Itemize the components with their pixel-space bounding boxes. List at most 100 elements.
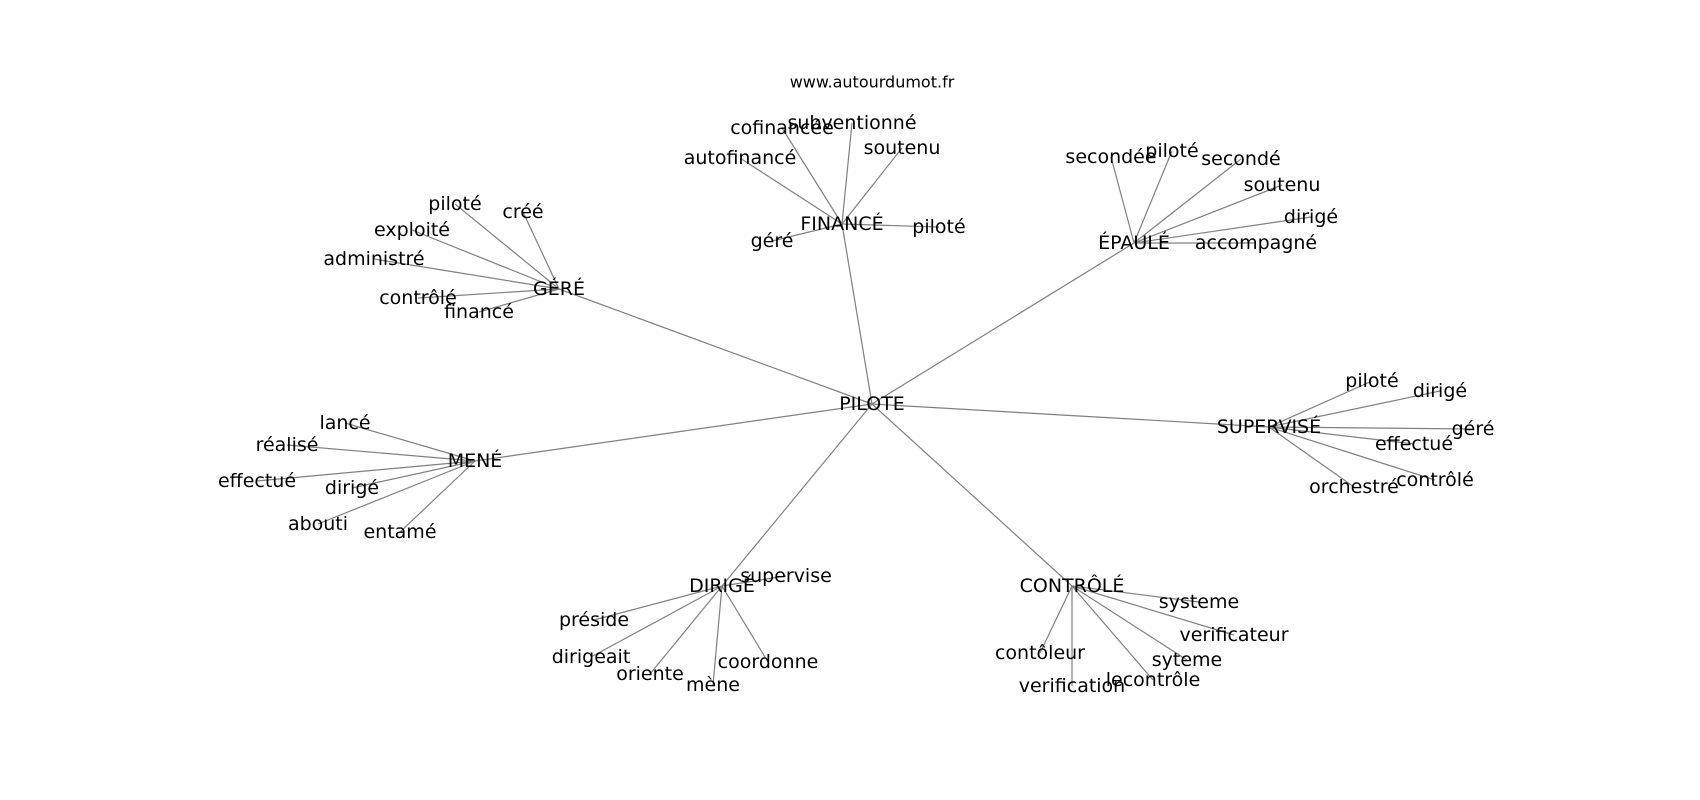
leaf-node[interactable]: effectué bbox=[1375, 433, 1453, 455]
leaf-node[interactable]: autofinancé bbox=[684, 147, 797, 169]
leaf-edge bbox=[1133, 150, 1173, 244]
hub-node[interactable]: MENÉ bbox=[448, 449, 503, 472]
leaf-node[interactable]: exploité bbox=[374, 219, 450, 241]
leaf-edge bbox=[478, 288, 560, 313]
leaf-node[interactable]: administré bbox=[323, 248, 424, 270]
leaf-node[interactable]: soutenu bbox=[864, 137, 941, 159]
root-edge bbox=[841, 223, 873, 405]
leaf-edge bbox=[1268, 426, 1436, 481]
leaf-edge bbox=[1071, 585, 1188, 661]
leaf-node[interactable]: secondé bbox=[1201, 148, 1280, 170]
hub-node[interactable]: SUPERVISÉ bbox=[1217, 415, 1321, 438]
leaf-edge bbox=[286, 444, 476, 462]
leaf-edge bbox=[1133, 216, 1312, 244]
leaf-edge bbox=[781, 127, 843, 225]
leaf-edge bbox=[399, 460, 476, 533]
leaf-edge bbox=[841, 147, 903, 225]
hub-node[interactable]: ÉPAULÉ bbox=[1098, 231, 1170, 254]
leaf-edge bbox=[522, 211, 560, 290]
leaf-node[interactable]: piloté bbox=[1145, 140, 1198, 162]
leaf-node[interactable]: coordonne bbox=[718, 651, 819, 673]
leaf-edge bbox=[344, 422, 476, 462]
leaf-node[interactable]: subventionné bbox=[787, 112, 916, 134]
leaf-node[interactable]: dirigé bbox=[325, 477, 379, 499]
leaf-node[interactable]: syteme bbox=[1152, 649, 1222, 671]
leaf-edge bbox=[721, 575, 787, 587]
leaf-edge bbox=[1071, 585, 1154, 681]
root-edge bbox=[558, 288, 873, 405]
leaf-node[interactable]: orchestré bbox=[1309, 476, 1399, 498]
leaf-node[interactable]: piloté bbox=[428, 193, 481, 215]
leaf-edge bbox=[721, 585, 769, 663]
leaf-node[interactable]: réalisé bbox=[256, 434, 319, 456]
hub-node[interactable]: GÉRÉ bbox=[533, 277, 585, 300]
leaf-node[interactable]: contrôlé bbox=[379, 287, 457, 309]
leaf-edge bbox=[1071, 585, 1200, 603]
leaf-node[interactable]: supervise bbox=[740, 565, 832, 587]
leaf-node[interactable]: dirigé bbox=[1284, 206, 1338, 228]
leaf-edge bbox=[649, 585, 723, 675]
leaf-node[interactable]: créé bbox=[502, 201, 543, 223]
leaf-node[interactable]: effectué bbox=[218, 470, 296, 492]
hub-node[interactable]: CONTRÔLÉ bbox=[1020, 573, 1125, 597]
leaf-node[interactable]: abouti bbox=[288, 513, 348, 535]
leaf-node[interactable]: financé bbox=[444, 301, 514, 323]
leaf-edge bbox=[1039, 585, 1073, 654]
root-node[interactable]: PILOTE bbox=[839, 393, 905, 415]
leaf-edge bbox=[411, 229, 560, 290]
leaf-node[interactable]: verificateur bbox=[1179, 624, 1288, 646]
leaf-edge bbox=[1110, 156, 1135, 244]
leaf-node[interactable]: dirigeait bbox=[552, 646, 631, 668]
leaf-edge bbox=[1268, 426, 1415, 445]
leaf-edge bbox=[1268, 426, 1474, 430]
leaf-edge bbox=[454, 203, 560, 290]
root-edge bbox=[721, 403, 873, 587]
leaf-edge bbox=[317, 460, 476, 525]
leaf-edge bbox=[1268, 380, 1373, 428]
leaf-node[interactable]: lecontrôle bbox=[1106, 669, 1201, 691]
leaf-node[interactable]: mène bbox=[686, 674, 740, 696]
leaf-node[interactable]: accompagné bbox=[1195, 232, 1317, 254]
leaf-node[interactable]: piloté bbox=[912, 216, 965, 238]
leaf-node[interactable]: géré bbox=[751, 230, 794, 252]
leaf-edge bbox=[1133, 184, 1283, 244]
leaf-node[interactable]: piloté bbox=[1345, 370, 1398, 392]
leaf-edge bbox=[1133, 158, 1242, 244]
leaf-node[interactable]: dirigé bbox=[1413, 380, 1467, 402]
leaf-edge bbox=[841, 122, 853, 225]
graph-edges bbox=[256, 122, 1474, 686]
leaf-node[interactable]: oriente bbox=[616, 663, 684, 685]
root-edge bbox=[871, 242, 1135, 405]
root-edge bbox=[474, 403, 873, 462]
leaf-edge bbox=[373, 258, 560, 290]
leaf-node[interactable]: verification bbox=[1019, 675, 1125, 697]
leaf-edge bbox=[771, 223, 843, 242]
root-edge bbox=[871, 403, 1270, 428]
leaf-edge bbox=[256, 460, 476, 482]
leaf-node[interactable]: entamé bbox=[363, 521, 436, 543]
leaf-node[interactable]: secondée bbox=[1065, 146, 1156, 168]
leaf-node[interactable]: soutenu bbox=[1244, 174, 1321, 196]
leaf-edge bbox=[590, 585, 723, 658]
hub-node[interactable]: FINANCÉ bbox=[800, 212, 883, 235]
leaf-node[interactable]: systeme bbox=[1159, 591, 1239, 613]
leaf-edge bbox=[417, 288, 560, 299]
hub-node[interactable]: DIRIGÉ bbox=[689, 574, 755, 597]
leaf-edge bbox=[1071, 585, 1235, 636]
leaf-node[interactable]: préside bbox=[559, 609, 629, 631]
leaf-edge bbox=[841, 223, 940, 228]
leaf-node[interactable]: contôleur bbox=[995, 642, 1085, 664]
leaf-edge bbox=[739, 157, 843, 225]
leaf-edge bbox=[712, 585, 723, 686]
leaf-edge bbox=[1268, 426, 1355, 488]
leaf-node[interactable]: lancé bbox=[319, 412, 370, 434]
graph-labels: www.autourdumot.fr PILOTE FINANCÉ cofinan… bbox=[218, 73, 1494, 698]
leaf-edge bbox=[593, 585, 723, 621]
leaf-node[interactable]: cofinancée bbox=[730, 117, 834, 139]
leaf-edge bbox=[351, 460, 476, 489]
root-edge bbox=[871, 403, 1073, 587]
leaf-node[interactable]: géré bbox=[1452, 418, 1495, 440]
leaf-node[interactable]: contrôlé bbox=[1396, 469, 1474, 491]
source-watermark[interactable]: www.autourdumot.fr bbox=[790, 73, 955, 92]
